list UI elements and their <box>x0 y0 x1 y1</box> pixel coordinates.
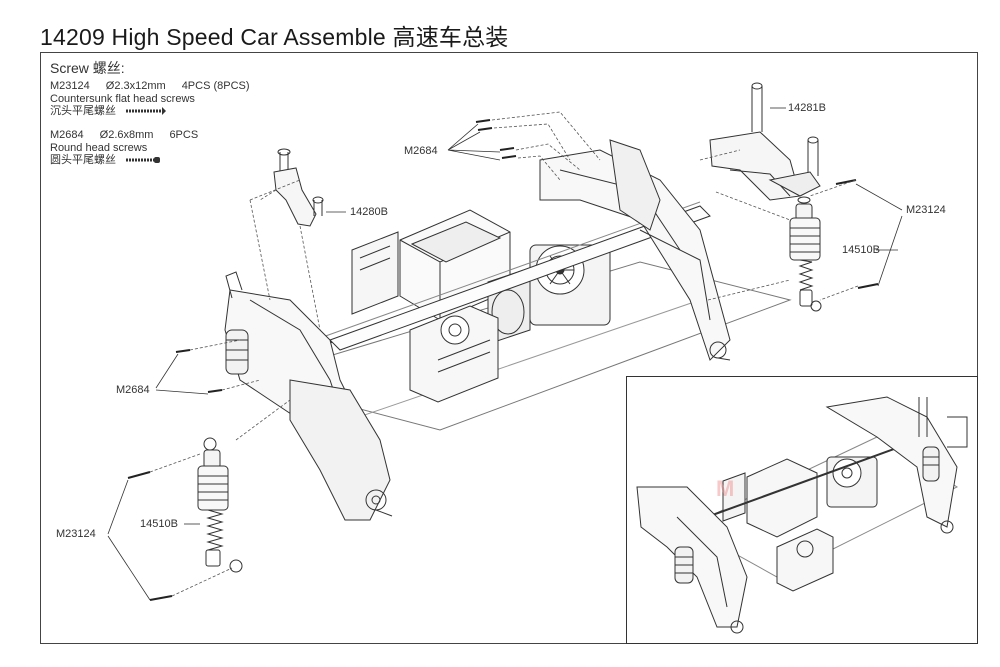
watermark-logo: M <box>716 476 736 501</box>
legend-item: M2684 Ø2.6x8mm 6PCS <box>50 129 250 141</box>
screw-code: M23124 <box>50 80 90 92</box>
round-head-screw-icon <box>126 157 160 163</box>
callout-m23124-left: M23124 <box>56 528 96 540</box>
screw-name-cn: 沉头平尾螺丝 <box>50 105 116 117</box>
screw-name-cn: 圆头平尾螺丝 <box>50 154 116 166</box>
screw-qty: 4PCS (8PCS) <box>181 80 250 92</box>
screw-qty: 6PCS <box>169 129 199 141</box>
callout-m2684-top: M2684 <box>404 145 438 157</box>
esc-fan <box>409 305 499 403</box>
callout-14510B-right: 14510B <box>842 244 880 256</box>
countersunk-screw-icon <box>126 107 166 115</box>
leader-lines <box>107 107 903 601</box>
page-title: 14209 High Speed Car Assemble 高速车总装 <box>40 24 509 50</box>
callout-14281B: 14281B <box>788 102 826 114</box>
assembled-car-drawing <box>636 396 968 634</box>
rear-suspension <box>539 139 731 361</box>
screw-legend: Screw 螺丝: M23124 Ø2.3x12mm 4PCS (8PCS) C… <box>50 60 250 166</box>
screw-name-en: Countersunk flat head screws <box>50 93 195 105</box>
screw-code: M2684 <box>50 129 84 141</box>
legend-item: M23124 Ø2.3x12mm 4PCS (8PCS) <box>50 80 250 92</box>
callout-m23124-right: M23124 <box>906 204 946 216</box>
callout-m2684-left: M2684 <box>116 384 150 396</box>
screw-size: Ø2.3x12mm <box>105 80 166 92</box>
front-suspension <box>224 271 393 521</box>
screw-size: Ø2.6x8mm <box>99 129 154 141</box>
callout-14280B: 14280B <box>350 206 388 218</box>
part-14280B <box>273 148 324 227</box>
legend-header: Screw 螺丝: <box>50 60 125 76</box>
part-14510B-left <box>197 437 243 573</box>
assembled-view-inset <box>626 376 978 644</box>
callout-14510B-left: 14510B <box>140 518 178 530</box>
part-14510B-right <box>789 196 822 312</box>
screw-name-en: Round head screws <box>50 142 148 154</box>
guide-lines <box>149 111 859 597</box>
screws <box>127 119 879 601</box>
diagram-frame <box>40 52 978 644</box>
front-shock-installed <box>225 329 249 375</box>
part-14281B <box>709 82 821 201</box>
servo <box>351 231 399 315</box>
